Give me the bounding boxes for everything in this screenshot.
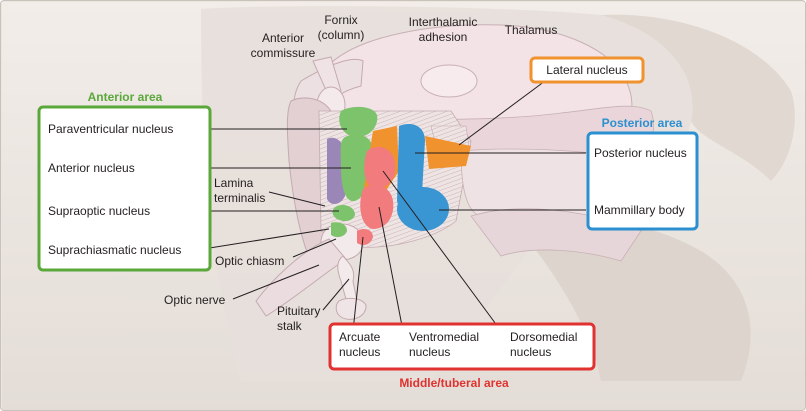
lateral-nucleus-box	[529, 56, 645, 84]
label-optic-nerve: Optic nerve	[164, 293, 226, 307]
label-arcuate-line1: Arcuate	[339, 330, 381, 344]
label-lamina-terminalis-line2: terminalis	[214, 191, 265, 205]
label-pituitary-line1: Pituitary	[277, 304, 320, 318]
label-ventromedial-line1: Ventromedial	[409, 330, 479, 344]
optic-nerve-shape	[255, 238, 347, 317]
label-pituitary-line2: stalk	[277, 319, 303, 333]
label-dorsomedial-line2: nucleus	[510, 345, 551, 359]
posterior-area-box	[586, 131, 699, 231]
label-ventromedial-line2: nucleus	[409, 345, 450, 359]
label-suprachiasmatic-nucleus: Suprachiasmatic nucleus	[48, 243, 181, 257]
arcuate-nucleus-shape	[357, 229, 373, 245]
nuclei	[327, 106, 471, 245]
label-dorsomedial-line1: Dorsomedial	[510, 330, 577, 344]
leader-lines	[149, 80, 586, 332]
label-lateral-nucleus: Lateral nucleus	[546, 63, 627, 77]
middle-tuberal-area-box	[328, 322, 596, 371]
mammillary-body-shape	[397, 187, 449, 231]
label-interthalamic-line1: Interthalamic	[409, 15, 478, 29]
label-anterior-commissure-line2: commissure	[251, 46, 316, 60]
label-paraventricular-nucleus: Paraventricular nucleus	[48, 122, 173, 136]
label-fornix-line1: Fornix	[324, 13, 357, 27]
supraoptic-nucleus-shape	[332, 205, 355, 222]
label-arcuate-line2: nucleus	[339, 345, 380, 359]
lateral-preoptic-shape	[327, 137, 345, 205]
interthalamic-adhesion-shape	[420, 64, 478, 98]
middle-tuberal-area-heading: Middle/tuberal area	[399, 376, 509, 390]
label-fornix-line2: (column)	[318, 28, 365, 42]
anterior-area-box	[37, 105, 212, 272]
label-anterior-nucleus: Anterior nucleus	[48, 161, 135, 175]
suprachiasmatic-nucleus-shape	[331, 222, 347, 238]
label-mammillary-body: Mammillary body	[594, 203, 685, 217]
anterior-area-heading: Anterior area	[88, 90, 163, 104]
dorsomedial-nucleus-shape	[364, 147, 396, 189]
label-supraoptic-nucleus: Supraoptic nucleus	[48, 204, 150, 218]
label-thalamus: Thalamus	[505, 23, 558, 37]
posterior-area-heading: Posterior area	[602, 116, 683, 130]
label-anterior-commissure-line1: Anterior	[262, 31, 304, 45]
ventromedial-nucleus-shape	[360, 185, 394, 229]
label-posterior-nucleus: Posterior nucleus	[594, 146, 687, 160]
label-optic-chiasm: Optic chiasm	[215, 254, 284, 268]
paraventricular-nucleus-shape	[339, 106, 378, 137]
label-lamina-terminalis-line1: Lamina	[214, 176, 254, 190]
label-interthalamic-line2: adhesion	[419, 30, 468, 44]
